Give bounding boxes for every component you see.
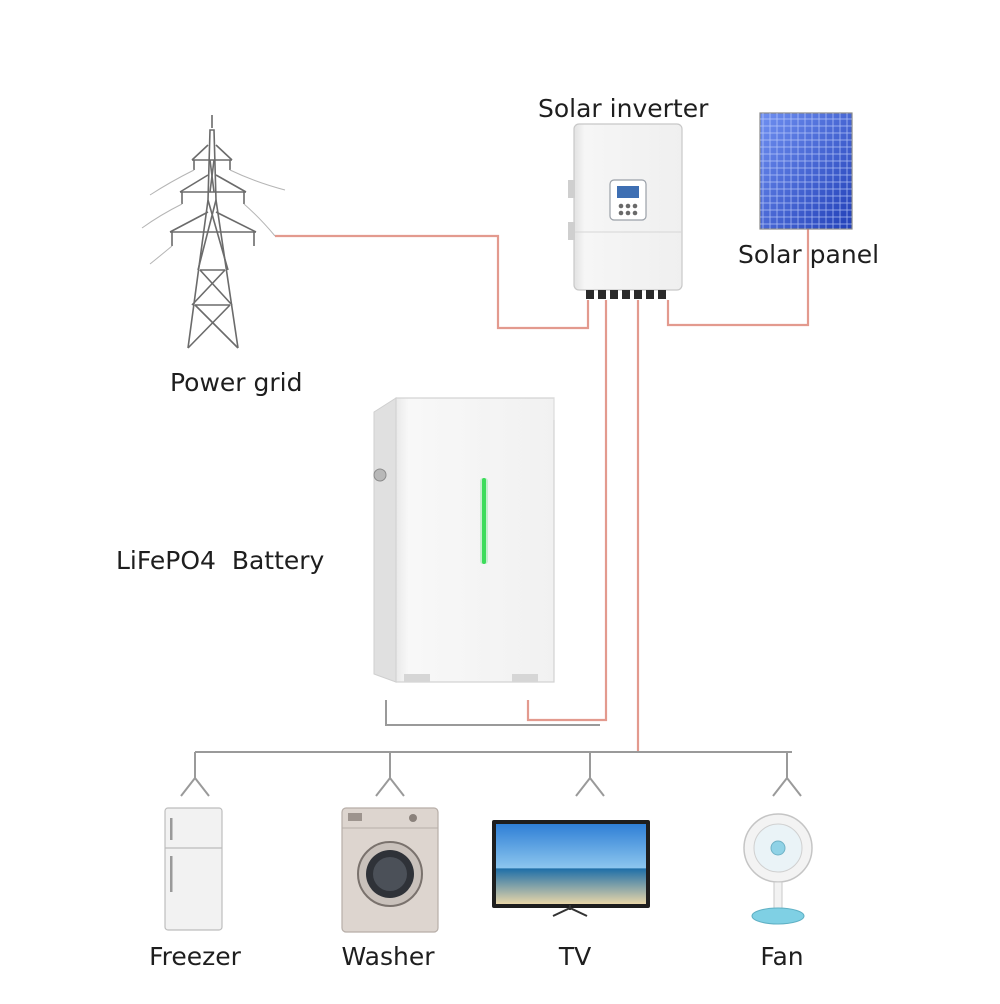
wire-panel-to-inverter: [666, 228, 810, 327]
solar-panel-icon: [759, 112, 853, 230]
power-grid-label: Power grid: [170, 368, 303, 397]
fan-label: Fan: [760, 942, 804, 971]
freezer-label: Freezer: [149, 942, 241, 971]
wire-grid-to-inverter: [275, 234, 590, 330]
solar-inverter-device: [568, 123, 683, 299]
power-tower-icon: [141, 115, 286, 349]
battery-device: [373, 397, 555, 683]
washer-icon: [341, 807, 439, 933]
solar-panel-label: Solar panel: [738, 240, 880, 269]
tv-icon: [492, 820, 650, 917]
washer-label: Washer: [341, 942, 435, 971]
wire-inverter-to-battery: [526, 300, 608, 722]
freezer-icon: [164, 807, 223, 931]
fan-icon: [743, 813, 813, 925]
solar-inverter-label: Solar inverter: [538, 94, 709, 123]
load-busbar: [180, 751, 802, 797]
tv-label: TV: [558, 942, 592, 971]
wire-battery-negative: [385, 700, 600, 726]
battery-label: LiFePO4 Battery: [116, 546, 325, 575]
